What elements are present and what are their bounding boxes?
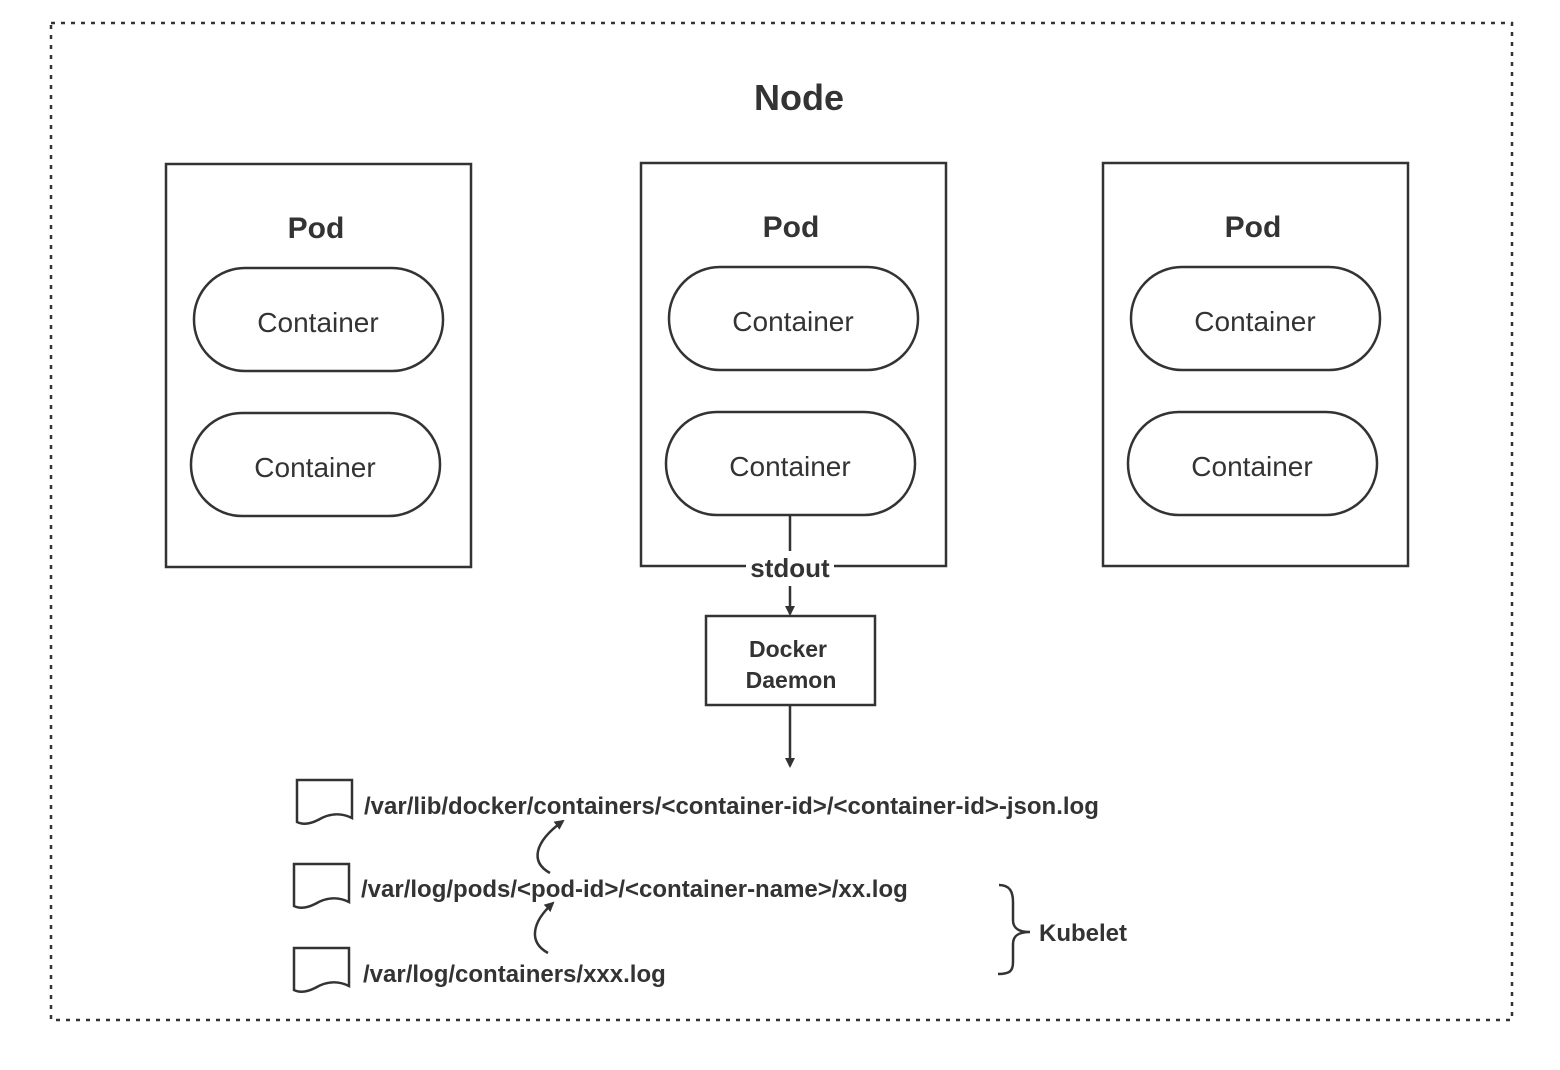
pod-2: Pod Container Container <box>639 161 948 568</box>
document-icon <box>292 946 351 993</box>
pod-label: Pod <box>763 211 820 244</box>
container-label: Container <box>254 452 375 483</box>
kubelet-label: Kubelet <box>1039 920 1127 947</box>
log-file-pods: /var/log/pods/<pod-id>/<container-name>/… <box>292 862 908 909</box>
log-file-path: /var/log/pods/<pod-id>/<container-name>/… <box>361 876 908 903</box>
container-label: Container <box>729 451 850 482</box>
stdout-label-bg <box>746 553 834 583</box>
container-box <box>192 266 445 373</box>
container-label: Container <box>732 306 853 337</box>
log-file-path: /var/lib/docker/containers/<container-id… <box>364 793 1099 820</box>
container-label: Container <box>257 307 378 338</box>
log-file-docker-json: /var/lib/docker/containers/<container-id… <box>295 778 1099 825</box>
log-file-path: /var/log/containers/xxx.log <box>363 961 666 988</box>
docker-daemon-line1: Docker <box>749 636 827 662</box>
kubelet-brace <box>997 883 1031 976</box>
container-label: Container <box>1194 306 1315 337</box>
docker-daemon-box <box>704 614 877 707</box>
stdout-label: stdout <box>750 553 830 583</box>
log-file-containers: /var/log/containers/xxx.log <box>292 946 666 993</box>
symlink-arrow <box>533 901 555 955</box>
container-box <box>1129 265 1382 372</box>
container-label: Container <box>1191 451 1312 482</box>
document-icon <box>292 862 351 909</box>
symlink-arrow <box>536 819 565 875</box>
container-box <box>1126 410 1379 517</box>
node-title: Node <box>754 77 844 118</box>
node-boundary <box>49 21 1514 1022</box>
pod-3: Pod Container Container <box>1101 161 1410 568</box>
pod-label: Pod <box>1225 211 1282 244</box>
docker-daemon-line2: Daemon <box>746 667 837 693</box>
container-box <box>667 265 920 372</box>
pod-1: Pod Container Container <box>164 162 473 569</box>
document-icon <box>295 778 354 825</box>
pod-label: Pod <box>288 212 345 245</box>
container-box <box>189 411 442 518</box>
